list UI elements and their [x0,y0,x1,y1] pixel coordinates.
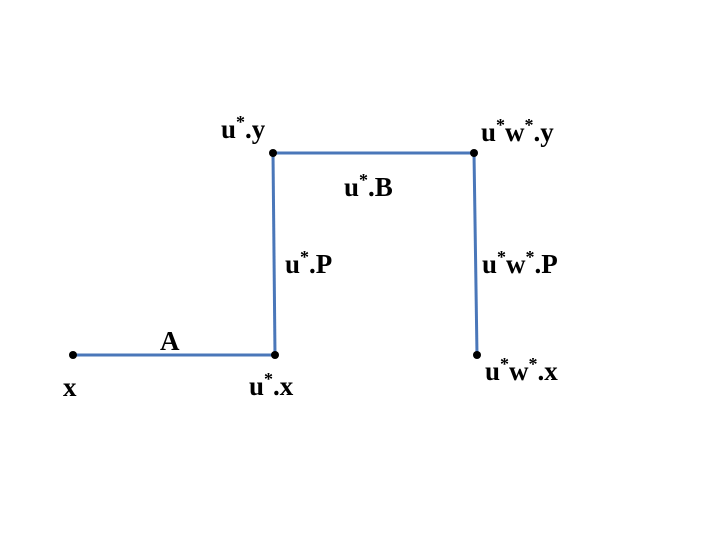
label-u-x: u*.x [249,369,294,401]
node-u-x [271,351,279,359]
node-u-w-y [470,149,478,157]
node-u-w-x [473,351,481,359]
edge-label-a: A [160,326,180,356]
label-u-y: u*.y [221,112,266,144]
label-u-w-y: u*w*.y [481,115,554,147]
edge-label-u-b: u*.B [344,170,393,202]
node-u-y [269,149,277,157]
edge-label-u-p: u*.P [285,247,332,279]
node-x [69,351,77,359]
edge-u-w-p [472,152,479,356]
edge-u-p [271,152,277,356]
label-x: x [63,372,77,402]
label-u-w-x: u*w*.x [485,354,558,386]
edge-label-u-w-p: u*w*.P [482,247,558,279]
